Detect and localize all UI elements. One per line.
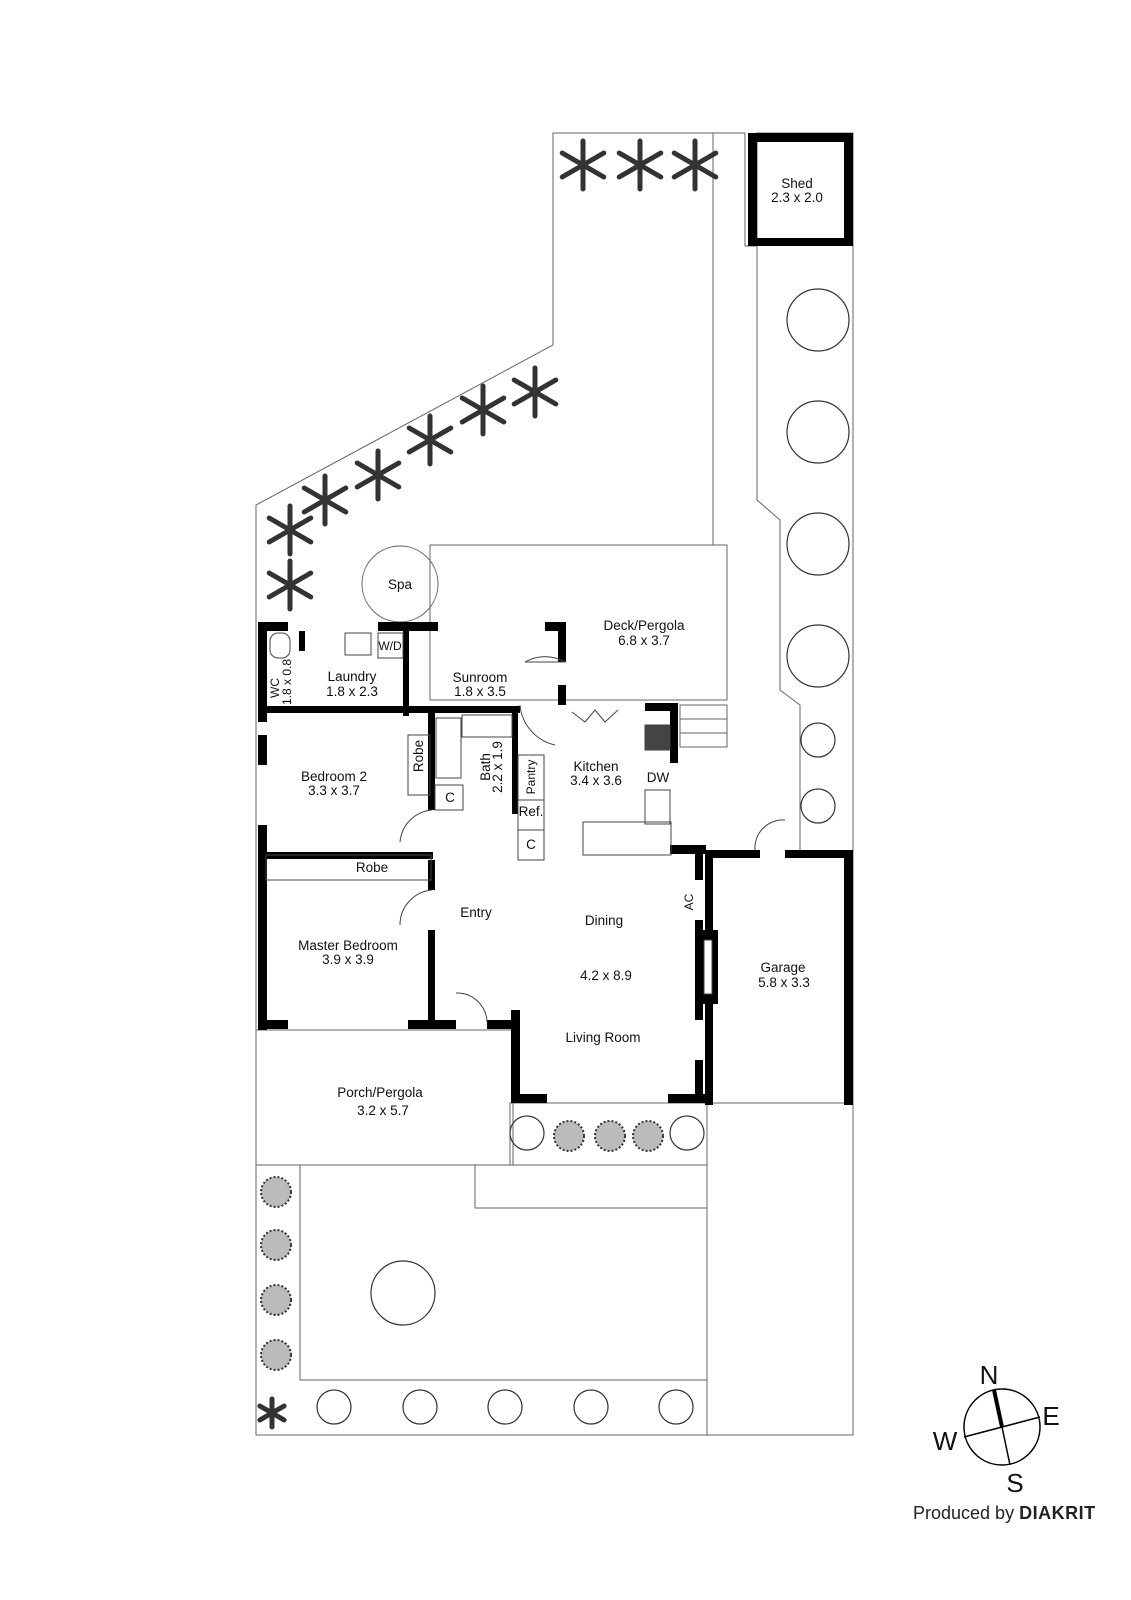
palm-plant-icon bbox=[511, 365, 559, 419]
palm-plant-icon bbox=[301, 473, 349, 527]
sunroom-size: 1.8 x 3.5 bbox=[454, 684, 506, 699]
shrub-icon bbox=[594, 1120, 626, 1152]
living-room-label: Living Room bbox=[565, 1030, 640, 1045]
entry-label: Entry bbox=[460, 905, 492, 920]
tree-icon bbox=[370, 1260, 436, 1326]
fridge-label: Ref. bbox=[519, 804, 544, 819]
shed-size: 2.3 x 2.0 bbox=[771, 190, 823, 205]
tree-icon bbox=[786, 624, 850, 688]
tree-icon bbox=[786, 512, 850, 576]
porch-size: 3.2 x 5.7 bbox=[357, 1103, 409, 1118]
living-dining-size: 4.2 x 8.9 bbox=[580, 968, 632, 983]
compass-icon: N E S W bbox=[933, 1360, 1060, 1498]
deck-label: Deck/Pergola bbox=[603, 618, 685, 633]
credit: Produced by DIAKRIT bbox=[913, 1503, 1096, 1524]
closet-label-2: C bbox=[526, 837, 536, 852]
palm-plant-icon bbox=[671, 138, 719, 192]
tree-icon bbox=[509, 1115, 545, 1151]
tree-icon bbox=[573, 1389, 609, 1425]
tree-icon bbox=[316, 1389, 352, 1425]
fixtures bbox=[265, 632, 786, 1023]
tree-icon bbox=[800, 722, 836, 758]
tree-icon bbox=[800, 788, 836, 824]
palm-plant-icon bbox=[459, 383, 507, 437]
tree-icon bbox=[402, 1389, 438, 1425]
wc-label: WC bbox=[268, 678, 282, 698]
tree-icon bbox=[786, 400, 850, 464]
bedroom2-label: Bedroom 2 bbox=[301, 769, 367, 784]
palm-plant-icon bbox=[266, 503, 314, 557]
sunroom-label: Sunroom bbox=[453, 670, 508, 685]
tree-icon bbox=[669, 1115, 705, 1151]
credit-prefix: Produced by bbox=[913, 1503, 1015, 1523]
garage-label: Garage bbox=[760, 960, 805, 975]
shrub-icon bbox=[260, 1229, 292, 1261]
shrub-icon bbox=[260, 1339, 292, 1371]
bedroom2-size: 3.3 x 3.7 bbox=[308, 783, 360, 798]
laundry-size: 1.8 x 2.3 bbox=[326, 684, 378, 699]
palm-plant-icon bbox=[616, 138, 664, 192]
shed-label: Shed bbox=[781, 176, 813, 191]
porch-label: Porch/Pergola bbox=[337, 1085, 423, 1100]
tree-icon bbox=[658, 1389, 694, 1425]
garage-size: 5.8 x 3.3 bbox=[758, 975, 810, 990]
master-bedroom-label: Master Bedroom bbox=[298, 938, 398, 953]
compass-south: S bbox=[1006, 1468, 1023, 1498]
bath-label: Bath bbox=[478, 753, 493, 781]
bath-size: 2.2 x 1.9 bbox=[490, 741, 505, 793]
tree-icon bbox=[786, 288, 850, 352]
palm-plant-icon bbox=[266, 558, 314, 612]
palm-plant-icon bbox=[257, 1396, 287, 1430]
palm-plant-icon bbox=[354, 448, 402, 502]
shrub-icon bbox=[632, 1120, 664, 1152]
closet-label: C bbox=[445, 790, 455, 805]
compass-north: N bbox=[980, 1360, 999, 1390]
dishwasher-label: DW bbox=[647, 770, 670, 785]
palm-plant-icon bbox=[559, 138, 607, 192]
wc-size: 1.8 x 0.8 bbox=[280, 659, 294, 705]
kitchen-size: 3.4 x 3.6 bbox=[570, 773, 622, 788]
compass-east: E bbox=[1042, 1401, 1059, 1431]
room-labels: Shed 2.3 x 2.0 Spa Deck/Pergola 6.8 x 3.… bbox=[268, 176, 823, 1118]
shrub-icon bbox=[260, 1176, 292, 1208]
washer-dryer-label: W/D bbox=[378, 639, 402, 653]
dining-label: Dining bbox=[585, 913, 623, 928]
kitchen-label: Kitchen bbox=[573, 759, 618, 774]
shrub-icon bbox=[553, 1120, 585, 1152]
master-bedroom-size: 3.9 x 3.9 bbox=[322, 952, 374, 967]
spa-label: Spa bbox=[388, 577, 413, 592]
landscaping bbox=[257, 138, 850, 1430]
tree-icon bbox=[487, 1389, 523, 1425]
shrub-icon bbox=[260, 1284, 292, 1316]
laundry-label: Laundry bbox=[328, 669, 377, 684]
bedroom2-robe-label: Robe bbox=[411, 740, 426, 772]
deck-size: 6.8 x 3.7 bbox=[618, 633, 670, 648]
compass-west: W bbox=[933, 1426, 958, 1456]
brand-logo: DIAKRIT bbox=[1019, 1503, 1096, 1523]
master-robe-label: Robe bbox=[356, 860, 388, 875]
palm-plant-icon bbox=[406, 413, 454, 467]
pantry-label: Pantry bbox=[524, 760, 538, 795]
ac-label: AC bbox=[682, 893, 696, 910]
